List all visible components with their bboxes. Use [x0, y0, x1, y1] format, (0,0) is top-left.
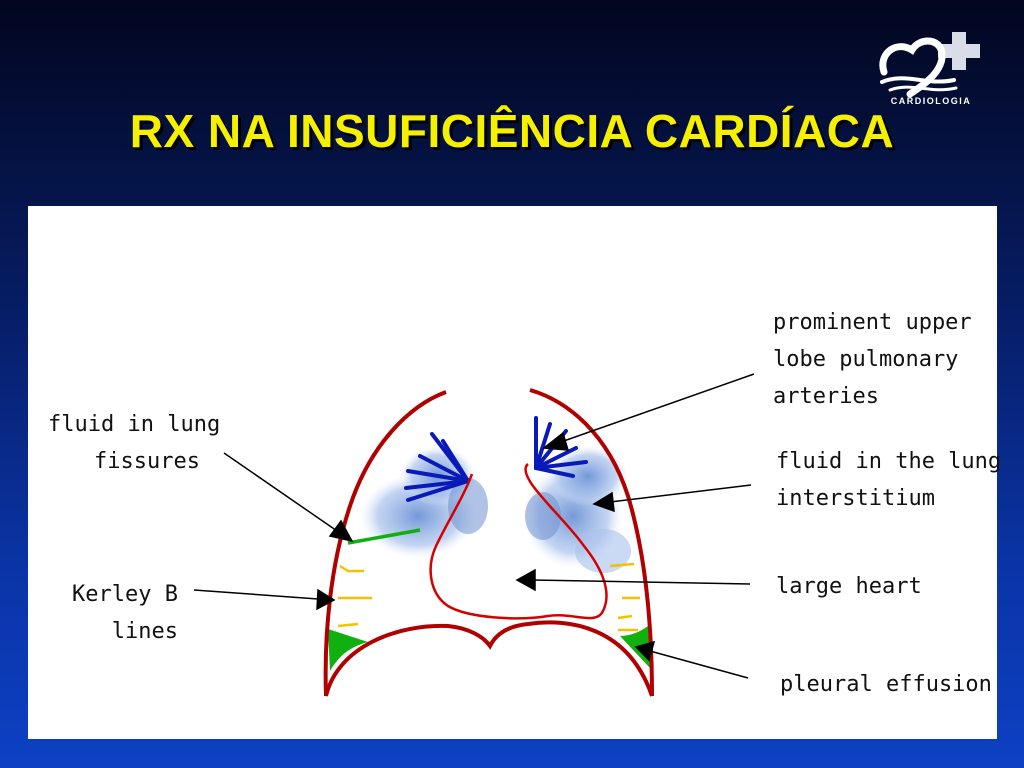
label-large-heart: large heart — [776, 574, 922, 599]
lung-edema-left — [360, 446, 488, 558]
label-fluid-interstitium: fluid in the lung interstitium — [776, 449, 1002, 511]
left-lung-outline — [323, 390, 447, 697]
chest-xray-diagram — [193, 373, 755, 697]
label-prominent-upper-lobe: prominent upper lobe pulmonary arteries — [773, 310, 972, 409]
upper-lobe-vessels-left — [404, 432, 470, 502]
logo-text: CARDIOLOGIA — [890, 96, 972, 106]
right-lung-outline — [529, 388, 654, 697]
label-kerley-b-lines: Kerley B lines — [72, 582, 178, 644]
annotation-arrows — [193, 373, 755, 679]
upper-lobe-vessels-right — [534, 416, 588, 478]
large-heart-outline — [429, 463, 608, 620]
label-fluid-fissures: fluid in lung fissures — [48, 412, 221, 474]
fissure-line — [347, 528, 421, 545]
diaphragm-outline — [324, 620, 654, 697]
heart-cross-logo-icon — [879, 32, 980, 98]
kerley-b-lines — [337, 562, 640, 632]
label-pleural-effusion: pleural effusion — [780, 672, 992, 697]
slide-title: RX NA INSUFICIÊNCIA CARDÍACA — [129, 105, 895, 157]
lung-edema-right — [523, 446, 631, 573]
diagram-panel: prominent upper lobe pulmonary arteries … — [28, 206, 1001, 739]
pleural-effusion-left — [328, 629, 368, 671]
